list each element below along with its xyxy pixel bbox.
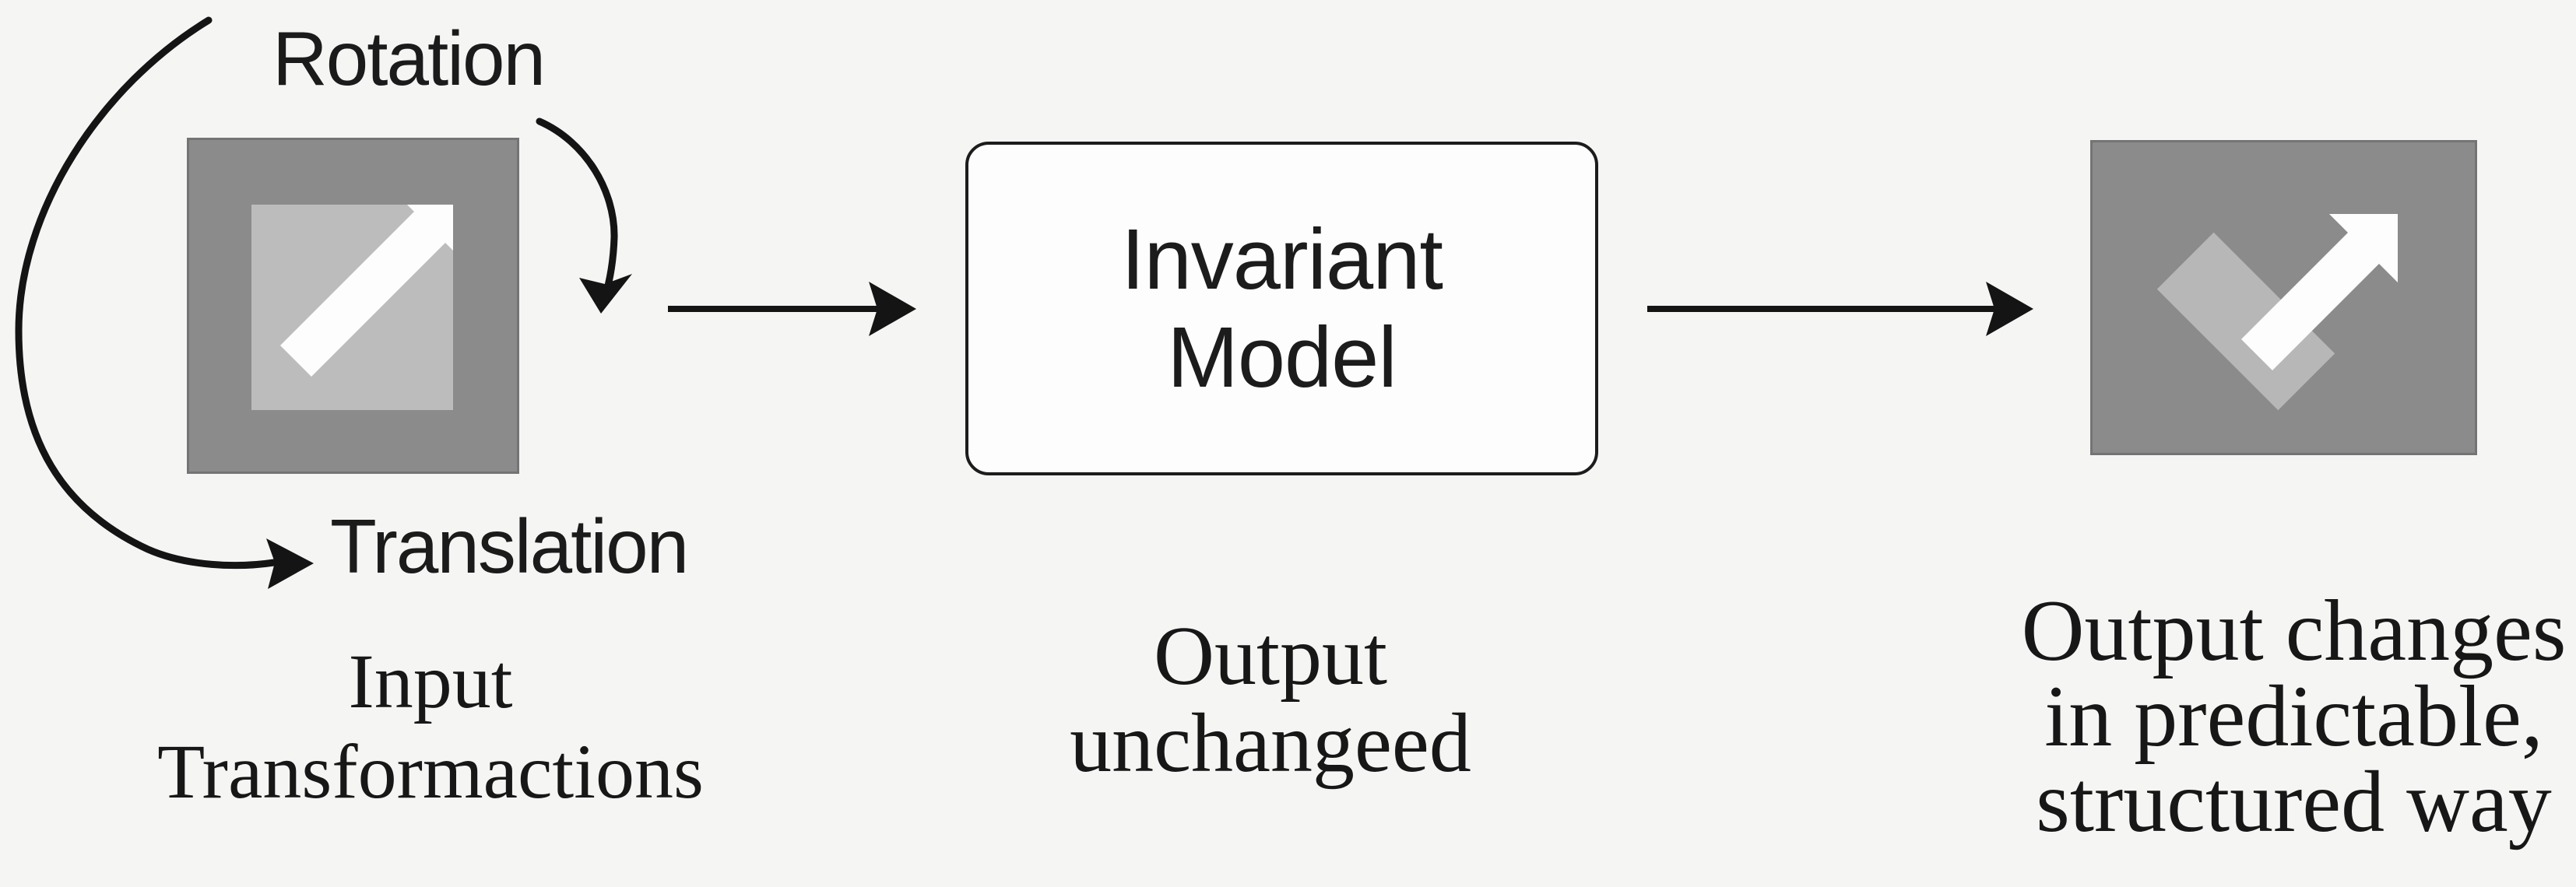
- output-image-icon: [2090, 140, 2477, 455]
- ne-arrow-icon: [2241, 214, 2398, 370]
- rotation-label: Rotation: [272, 16, 546, 101]
- invariant-model-box: Invariant Model: [965, 142, 1598, 475]
- caption-line: in predictable,: [2044, 668, 2543, 765]
- caption-line: Input: [348, 638, 513, 724]
- output-unchanged-caption: Output unchangeed: [990, 613, 1551, 787]
- caption-line: Transformactions: [157, 728, 704, 815]
- model-box-label-line: Model: [1167, 309, 1397, 405]
- right-arrow-icon: [668, 282, 916, 336]
- caption-line: Output changes: [2021, 583, 2567, 679]
- input-image-icon: [187, 138, 519, 474]
- model-box-label-line: Invariant: [1121, 211, 1443, 307]
- ne-arrow-icon: [280, 205, 453, 377]
- caption-line: Output: [1153, 610, 1387, 703]
- right-arrow-icon: [1647, 282, 2033, 336]
- rotation-arrow-icon: [536, 117, 632, 314]
- caption-line: structured way: [2036, 754, 2552, 850]
- rotated-inner-rect: [2156, 232, 2335, 411]
- translation-label: Translation: [330, 503, 689, 589]
- caption-line: unchangeed: [1070, 697, 1471, 790]
- output-changes-caption: Output changes in predictable, structure…: [2012, 583, 2576, 850]
- input-transformations-caption: Input Transformactions: [80, 636, 781, 817]
